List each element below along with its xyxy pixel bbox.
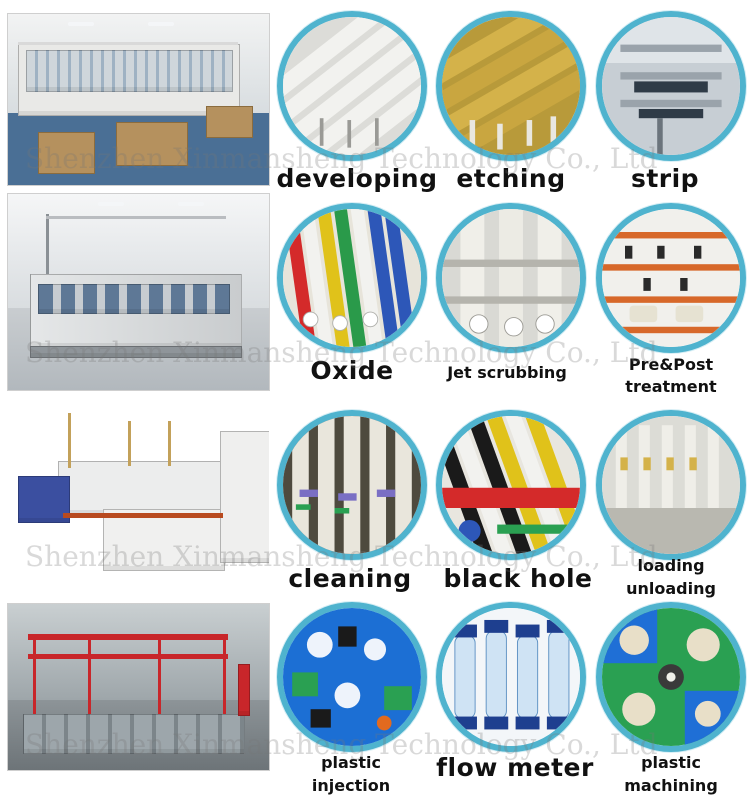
label-etching: etching: [456, 164, 566, 193]
label-plastic-injection-line1: plastic: [321, 753, 381, 772]
etching-rollers-image: [436, 11, 586, 161]
label-strip: strip: [630, 164, 700, 193]
black-hole-rollers-image: [436, 410, 586, 560]
label-oxide: Oxide: [310, 356, 394, 385]
pre-post-treatment-image: [596, 203, 746, 353]
label-jet-scrubbing: Jet scrubbing: [447, 363, 567, 382]
label-pre-post-line1: Pre&Post: [628, 355, 714, 374]
cleaning-rollers-image: [277, 410, 427, 560]
photo-horizontal-machine: [7, 400, 270, 592]
label-black-hole: black hole: [443, 564, 593, 593]
plastic-machining-image: [596, 602, 746, 752]
label-developing: developing: [276, 164, 438, 193]
flow-meter-image: [436, 602, 586, 752]
label-pre-post-line2: treatment: [625, 377, 717, 396]
oxide-rollers-image: [277, 203, 427, 353]
photo-des-line: [7, 13, 270, 186]
strip-machine-image: [596, 11, 746, 161]
label-loading-line1: loading: [637, 556, 705, 575]
plastic-injection-image: [277, 602, 427, 752]
label-loading-line2: unloading: [626, 579, 716, 598]
photo-oxide-line: [7, 193, 270, 391]
label-plastic-injection-line2: injection: [311, 776, 391, 795]
label-cleaning: cleaning: [288, 564, 412, 593]
developing-rollers-image: [277, 11, 427, 161]
label-flow-meter: flow meter: [436, 753, 594, 782]
label-plastic-machining-line2: machining: [624, 776, 718, 795]
label-plastic-machining-line1: plastic: [641, 753, 701, 772]
jet-scrubbing-image: [436, 203, 586, 353]
loading-unloading-image: [596, 410, 746, 560]
photo-red-plating-line: [7, 603, 270, 771]
